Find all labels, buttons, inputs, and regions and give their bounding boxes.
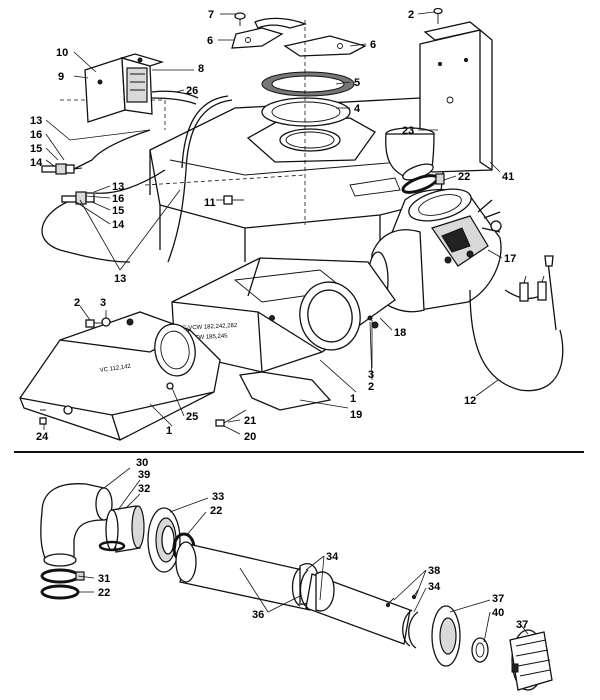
callout-4: 4: [354, 103, 361, 115]
callout-22-upper: 22: [458, 171, 470, 183]
wiring-harness: [469, 255, 564, 392]
pipe-inner: [305, 571, 411, 645]
callout-22-lower-a: 22: [210, 505, 222, 517]
callout-13-mid: 13: [112, 181, 124, 193]
callout-32: 32: [138, 483, 150, 495]
callout-15-upper: 15: [30, 143, 42, 155]
lower-clamps-31-22: [40, 568, 85, 600]
callout-9: 9: [58, 71, 64, 83]
callout-15-lower: 15: [112, 205, 124, 217]
terminal-cap-37: [509, 629, 553, 691]
gasket-ring: [261, 71, 355, 97]
tube-fitting-upper: [41, 163, 83, 175]
callout-35: 36: [252, 609, 264, 621]
callout-26: 26: [186, 85, 198, 97]
rear-flue-panel: [419, 7, 493, 173]
callout-38: 38: [428, 565, 440, 577]
pipe-35: [175, 541, 321, 611]
callout-2-right: 2: [368, 381, 374, 393]
callout-23: 23: [402, 125, 414, 137]
callout-16-lower: 16: [112, 193, 124, 205]
clamp-22-upper: [401, 173, 445, 194]
callout-2-left: 2: [74, 297, 80, 309]
callout-30: 30: [136, 457, 148, 469]
screw-top: [234, 12, 246, 26]
callout-1-left: 1: [166, 425, 172, 437]
callout-10: 10: [56, 47, 68, 59]
callout-40: 40: [492, 607, 504, 619]
callout-34-right: 34: [428, 581, 441, 593]
housing-right-tag-1: VC-VCW 182,242,282: [178, 323, 238, 332]
screws-38: [385, 589, 419, 608]
housing-left: VC 112,142: [19, 311, 221, 441]
callout-7: 7: [208, 9, 214, 21]
callout-14-lower: 14: [112, 219, 125, 231]
housing-left-tag: VC 112,142: [99, 364, 131, 374]
callout-41: 41: [502, 171, 514, 183]
callout-33: 33: [212, 491, 224, 503]
tubing-harness: [41, 95, 233, 263]
callout-3-right: 3: [368, 369, 374, 381]
flange-33: [147, 507, 181, 573]
callout-13-upper: 13: [30, 115, 42, 127]
callout-3-left: 3: [100, 297, 106, 309]
callout-16-upper: 16: [30, 129, 42, 141]
callout-17: 17: [504, 253, 516, 265]
terminal-plate-36: [431, 605, 489, 667]
callout-20: 20: [244, 431, 256, 443]
lower-elbow-30: [40, 483, 113, 567]
callout-25: 25: [186, 411, 198, 423]
callout-34-left: 34: [326, 551, 339, 563]
leader-lines: [43, 11, 529, 643]
callout-18: 18: [394, 327, 406, 339]
callout-1-right: 1: [350, 393, 356, 405]
callout-5: 5: [354, 77, 360, 89]
callout-labels: 7 6 6 5 4 2 23 22 41 10 9 8 26 13 16 15 …: [30, 9, 528, 631]
housing-right-tag-2: VC-VCW 185,245: [180, 333, 229, 342]
callout-6-left: 6: [207, 35, 213, 47]
callout-19: 19: [350, 409, 362, 421]
callout-22-lower-b: 22: [98, 587, 110, 599]
callout-24: 24: [36, 431, 49, 443]
callout-12: 12: [464, 395, 476, 407]
callout-6-right: 6: [370, 39, 376, 51]
callout-2-top: 2: [408, 9, 414, 21]
elbow-pipe-23: [385, 127, 435, 181]
callout-21: 21: [244, 415, 256, 427]
control-box: [84, 53, 199, 123]
fan-blower: [367, 188, 502, 313]
clamp-ring-halves: [231, 17, 367, 57]
callout-31: 31: [98, 573, 110, 585]
housing-right: VC-VCW 182,242,282 VC-VCW 185,245: [171, 257, 396, 411]
screws-misc: [39, 315, 373, 427]
tube-fitting-lower: [61, 191, 95, 205]
flue-collar-plate: [246, 97, 376, 163]
clamps-34: [291, 567, 419, 649]
callout-11: 11: [204, 197, 216, 209]
callout-37: 37: [516, 619, 528, 631]
callout-39: 39: [138, 469, 150, 481]
callout-14-upper: 14: [30, 157, 43, 169]
callout-8: 8: [198, 63, 204, 75]
callout-36: 37: [492, 593, 504, 605]
callout-13-lower: 13: [114, 273, 126, 285]
sleeve-32: [98, 505, 145, 553]
bolt-11: [223, 195, 244, 205]
